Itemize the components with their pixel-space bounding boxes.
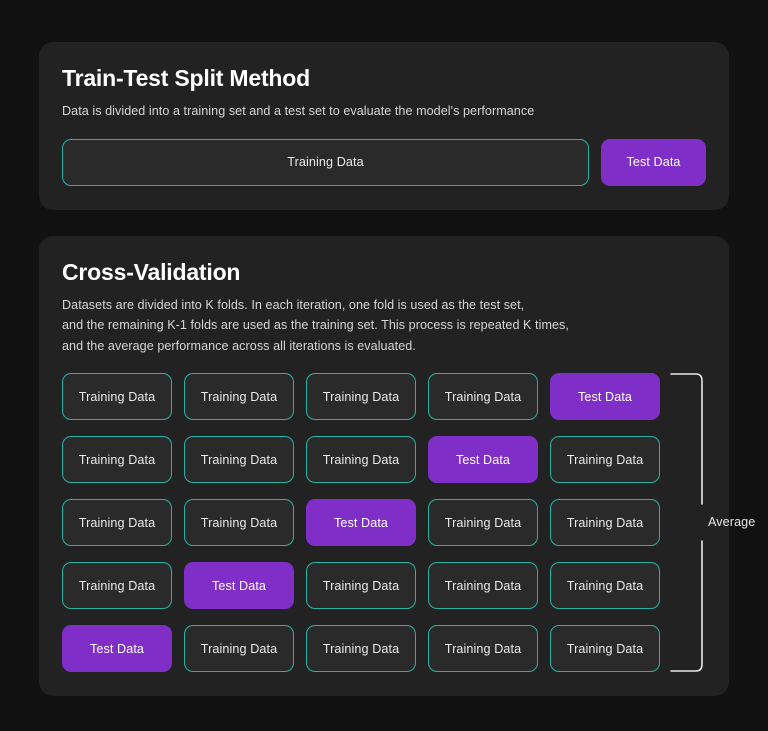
fold-training-data-box[interactable]: Training Data [550,436,660,483]
fold-training-data-box[interactable]: Training Data [306,373,416,420]
description-line-3: and the average performance across all i… [62,338,416,353]
fold-training-data-box[interactable]: Training Data [428,373,538,420]
fold-training-data-box[interactable]: Training Data [306,436,416,483]
split-test-data-box[interactable]: Test Data [601,138,706,186]
fold-training-data-box[interactable]: Training Data [428,499,538,546]
fold-training-data-box[interactable]: Training Data [62,562,172,609]
fold-test-data-box[interactable]: Test Data [184,562,294,609]
average-bracket-icon [670,373,703,672]
train-test-split-card: Train-Test Split Method Data is divided … [39,42,729,210]
fold-training-data-box[interactable]: Training Data [550,562,660,609]
description-line-2: and the remaining K-1 folds are used as … [62,318,569,332]
fold-test-data-box[interactable]: Test Data [306,499,416,546]
train-test-split-bar: Training Data Test Data [62,138,706,186]
average-label: Average [708,515,756,529]
fold-training-data-box[interactable]: Training Data [306,562,416,609]
train-test-split-title: Train-Test Split Method [62,65,310,91]
cross-validation-title: Cross-Validation [62,258,241,285]
fold-test-data-box[interactable]: Test Data [428,436,538,483]
fold-training-data-box[interactable]: Training Data [428,625,538,672]
fold-test-data-box[interactable]: Test Data [550,373,660,420]
fold-training-data-box[interactable]: Training Data [306,625,416,672]
split-training-data-box[interactable]: Training Data [62,138,589,186]
fold-training-data-box[interactable]: Training Data [62,373,172,420]
fold-training-data-box[interactable]: Training Data [550,499,660,546]
cross-validation-description: Datasets are divided into K folds. In ea… [62,295,706,357]
fold-training-data-box[interactable]: Training Data [550,625,660,672]
fold-test-data-box[interactable]: Test Data [62,625,172,672]
fold-training-data-box[interactable]: Training Data [62,436,172,483]
train-test-split-description: Data is divided into a training set and … [62,104,535,118]
fold-training-data-box[interactable]: Training Data [184,625,294,672]
description-line-1: Datasets are divided into K folds. In ea… [62,297,525,312]
fold-training-data-box[interactable]: Training Data [184,373,294,420]
fold-training-data-box[interactable]: Training Data [428,562,538,609]
cross-validation-card: Cross-Validation Datasets are divided in… [39,235,755,696]
fold-training-data-box[interactable]: Training Data [62,499,172,546]
fold-training-data-box[interactable]: Training Data [184,499,294,546]
fold-training-data-box[interactable]: Training Data [184,436,294,483]
average-bracket-group: Average [670,373,755,672]
